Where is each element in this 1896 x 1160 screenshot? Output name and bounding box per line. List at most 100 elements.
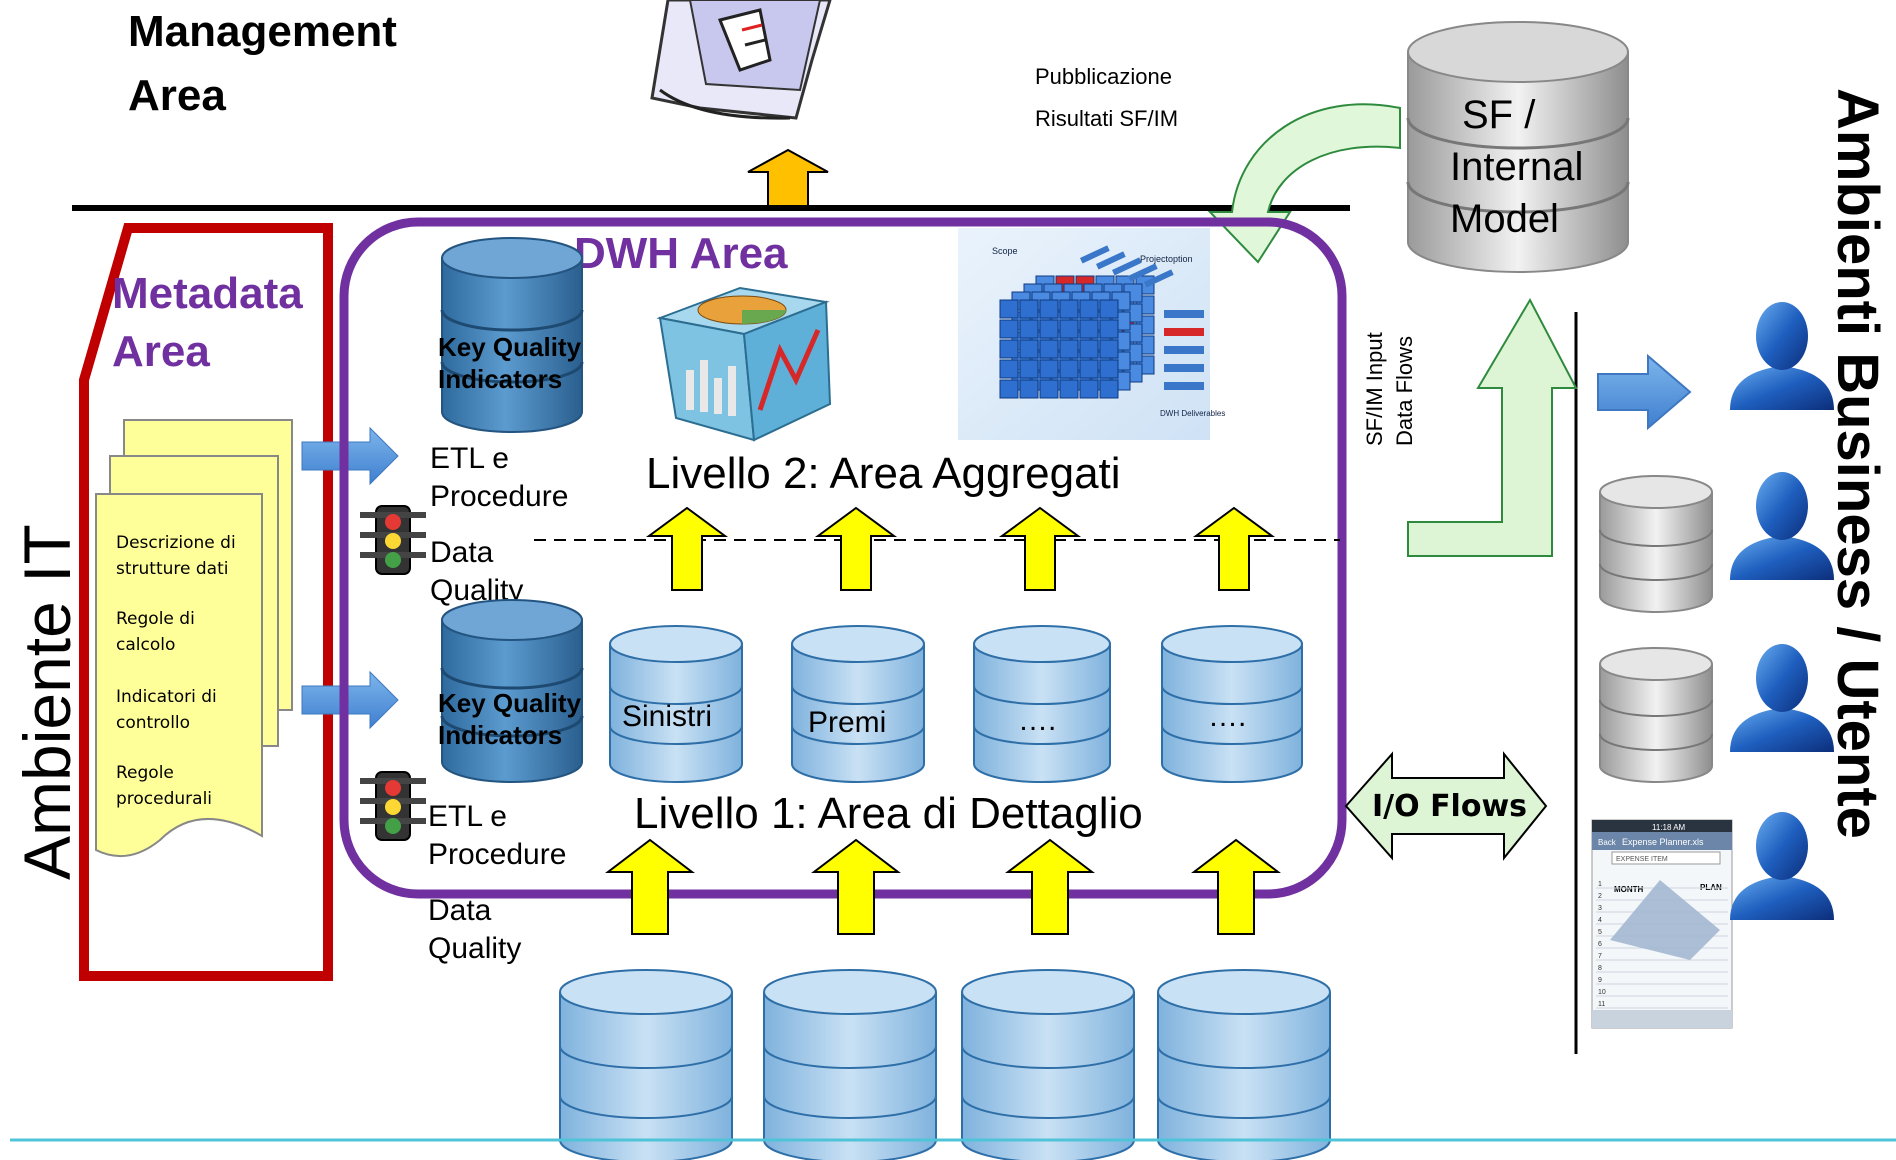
metadata-items: Descrizione di strutture dati Regole di … <box>116 533 236 809</box>
cube-side-tag <box>1164 328 1204 336</box>
cube-tag <box>1096 251 1126 270</box>
dwh-area-title: DWH Area <box>574 229 788 278</box>
detail-db-sinistri: Sinistri <box>609 625 743 783</box>
cube-side-tag <box>1164 382 1204 390</box>
phone-back: Back <box>1598 838 1617 847</box>
cube-cell <box>1039 319 1059 339</box>
cube-cell <box>1059 359 1079 379</box>
cube-cell <box>1079 359 1099 379</box>
kqi-database-upper: Key Quality Indicators <box>438 237 584 433</box>
cube-side-tag <box>1164 346 1204 354</box>
level-2-label: Livello 2: Area Aggregati <box>646 449 1121 498</box>
level-up-arrow-4 <box>1192 506 1276 591</box>
sf-model-line1: SF / <box>1462 93 1536 137</box>
person-icon-2 <box>1730 472 1834 580</box>
metadata-area-frame <box>79 223 333 981</box>
svg-text:Management: Management <box>128 7 397 56</box>
publication-curved-arrow <box>1207 103 1401 264</box>
metadata-title-line1: Metadata <box>112 269 303 318</box>
phone-row-number: 11 <box>1598 1001 1605 1008</box>
source-up-arrow-3 <box>1005 838 1095 935</box>
phone-row-number: 5 <box>1598 929 1602 936</box>
cube-label-project: Projectoption <box>1140 254 1193 264</box>
etl-lower-line2: Procedure <box>428 838 566 871</box>
metadata-item-2-line2: calcolo <box>116 635 175 655</box>
cube-cell <box>1099 299 1119 319</box>
phone-field: EXPENSE ITEM <box>1616 856 1668 863</box>
etl-lower-line1: ETL e <box>428 800 507 833</box>
analytics-cube-icon <box>656 286 832 442</box>
phone-row-number: 7 <box>1598 953 1602 960</box>
cube-tag <box>1080 245 1110 264</box>
cube-tag <box>1143 269 1174 288</box>
detail-db-label-1: Sinistri <box>622 700 712 733</box>
io-flows-arrow <box>1344 751 1548 861</box>
phone-row-number: 3 <box>1598 905 1602 912</box>
business-environment-label: Ambienti Business / Utente <box>1825 88 1890 839</box>
cube-side-tag <box>1164 310 1204 318</box>
cube-tag <box>1112 257 1142 276</box>
cube-cell <box>1079 339 1099 359</box>
detail-db-other-2: …. <box>1161 625 1303 783</box>
cube-cell <box>1099 339 1119 359</box>
phone-row-number: 10 <box>1598 989 1606 996</box>
sfim-input-label-line2: Data Flows <box>1392 336 1417 446</box>
management-area-title: Management Area <box>128 7 397 120</box>
business-delivery-arrow <box>1597 353 1692 431</box>
source-up-arrow-1 <box>605 838 695 935</box>
metadata-item-4-line2: procedurali <box>116 789 212 809</box>
metadata-title-line2: Area <box>112 327 210 376</box>
detail-db-other-1: …. <box>973 625 1111 783</box>
mobile-spreadsheet-image: 11:18 AM Back Expense Planner.xls EXPENS… <box>1591 819 1733 1029</box>
metadata-item-1-line2: strutture dati <box>116 559 228 579</box>
source-up-arrow-2 <box>811 838 901 935</box>
cube-label-scope: Scope <box>992 246 1018 256</box>
detail-db-label-2: Premi <box>808 706 886 739</box>
etl-upper-line1: ETL e <box>430 442 509 475</box>
source-up-arrows <box>605 838 1281 935</box>
cube-cell <box>999 299 1019 319</box>
metadata-arrow-upper <box>301 426 399 486</box>
cube-tag <box>1128 263 1158 282</box>
source-up-arrow-4 <box>1191 838 1281 935</box>
cube-cell <box>1039 379 1059 399</box>
kqi-lower-line2: Indicators <box>438 720 562 750</box>
cube-cell <box>1059 319 1079 339</box>
phone-col-month: MONTH <box>1614 885 1644 894</box>
level-1-label: Livello 1: Area di Dettaglio <box>634 789 1143 838</box>
traffic-light-icon-upper <box>360 505 426 575</box>
svg-text:Area: Area <box>128 71 226 120</box>
person-icon-3 <box>1730 644 1834 752</box>
sfim-input-arrow <box>1407 297 1578 557</box>
user-db-2 <box>1599 647 1713 783</box>
level-up-arrow-2 <box>814 506 898 591</box>
source-db-4 <box>1157 969 1331 1160</box>
phone-title: Expense Planner.xls <box>1622 837 1704 847</box>
cube-cell <box>1059 339 1079 359</box>
level-up-arrow-3 <box>998 506 1082 591</box>
phone-row-number: 6 <box>1598 941 1602 948</box>
cube-cell <box>1079 299 1099 319</box>
source-db-2 <box>763 969 937 1160</box>
kqi-upper-line1: Key Quality <box>438 332 582 362</box>
dq-upper-line1: Data <box>430 536 494 569</box>
metadata-item-2-line1: Regole di <box>116 609 195 629</box>
metadata-item-3-line1: Indicatori di <box>116 687 217 707</box>
sf-internal-model-database: SF / Internal Model <box>1406 21 1630 273</box>
cube-cell <box>1039 359 1059 379</box>
io-flows-label: I/O Flows <box>1372 789 1527 824</box>
cube-cell <box>999 379 1019 399</box>
metadata-item-3-line2: controllo <box>116 713 190 733</box>
cube-cell <box>1079 379 1099 399</box>
phone-row-number: 4 <box>1598 917 1602 924</box>
person-icon-4 <box>1730 812 1834 920</box>
phone-row-number: 8 <box>1598 965 1602 972</box>
cube-cell <box>1019 379 1039 399</box>
publish-up-arrow <box>747 148 829 209</box>
cube-cell <box>1099 359 1119 379</box>
source-db-3 <box>961 969 1135 1160</box>
person-icon-1 <box>1730 302 1834 410</box>
cube-cell <box>1039 339 1059 359</box>
cube-cell <box>999 319 1019 339</box>
phone-row-number: 1 <box>1598 881 1602 888</box>
